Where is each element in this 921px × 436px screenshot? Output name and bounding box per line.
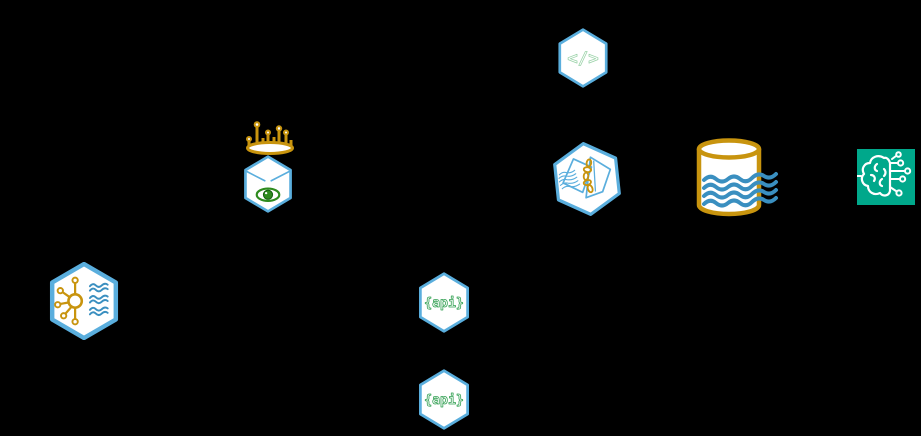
- ai-brain-chip-icon: [857, 149, 915, 205]
- stream-waves: [88, 282, 109, 317]
- gold-chain: [582, 158, 594, 194]
- eye-icon: [255, 187, 281, 202]
- api-hexagon-bottom-icon: {api}: [416, 369, 472, 430]
- cube-top-face: [246, 170, 290, 182]
- brain-outline: [860, 155, 892, 197]
- api-hexagon-top-icon: {api}: [416, 272, 472, 333]
- crown-circuit-icon: [244, 118, 296, 155]
- network-hub: [54, 276, 84, 326]
- api-glyph: {api}: [424, 392, 464, 408]
- data-stream-waves: [702, 172, 778, 208]
- cube-eye-icon: [241, 155, 295, 213]
- streaming-database-icon: [696, 138, 780, 218]
- api-glyph: {api}: [424, 295, 464, 311]
- code-hexagon-icon: </>: [556, 28, 610, 88]
- network-streams-hexagon-icon: [47, 262, 121, 340]
- code-glyph: </>: [567, 49, 598, 69]
- chained-pages-hexagon-icon: [551, 142, 623, 216]
- circuit-traces: [857, 151, 912, 197]
